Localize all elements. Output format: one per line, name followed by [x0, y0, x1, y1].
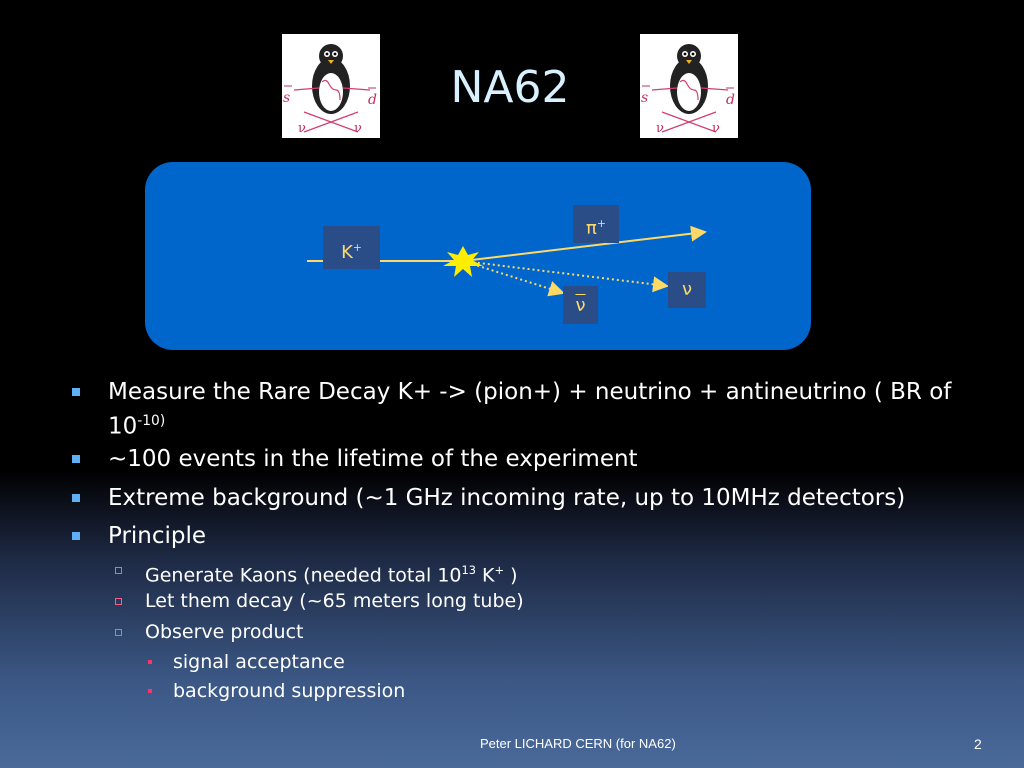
penguin-logo-left: s d ν ν: [282, 34, 380, 138]
penguin-logo-right: s d ν ν: [640, 34, 738, 138]
sub-sub-bullet-marker-icon: [148, 689, 152, 693]
penguin-diagram-icon: s d ν ν: [641, 44, 735, 136]
quark-s-label: s: [283, 90, 290, 106]
penguin-diagram-icon: s d ν ν: [283, 44, 377, 136]
quark-d-label: d: [368, 92, 377, 108]
sub-bullet-item: Observe product: [115, 620, 303, 644]
page-number: 2: [974, 736, 982, 752]
antineutrino-label: ν: [563, 286, 598, 324]
decay-tracks: [307, 225, 707, 297]
bullet-item: Extreme background (~1 GHz incoming rate…: [72, 484, 988, 513]
bullet-item: ~100 events in the lifetime of the exper…: [72, 445, 988, 474]
decay-vertex-burst: [443, 246, 483, 277]
sub-sub-bullet-item: background suppression: [148, 679, 405, 703]
neutrino-right-label: ν: [712, 121, 720, 136]
sub-bullet-item: Generate Kaons (needed total 1013 K+ ): [115, 558, 518, 587]
neutrino-track: [462, 260, 669, 293]
quark-d-label: d: [726, 92, 735, 108]
sub-bullet-marker-icon: [115, 598, 122, 605]
sub-bullet-marker-icon: [115, 567, 122, 574]
bullet-marker-icon: [72, 532, 80, 540]
bullet-marker-icon: [72, 455, 80, 463]
neutrino-label: ν: [668, 272, 706, 308]
quark-s-label: s: [641, 90, 648, 106]
footer-text: Peter LICHARD CERN (for NA62): [480, 736, 676, 751]
sub-sub-bullet-item: signal acceptance: [148, 650, 345, 674]
bullet-marker-icon: [72, 388, 80, 396]
neutrino-left-label: ν: [656, 121, 664, 136]
bullet-item: Principle: [72, 522, 988, 551]
sub-bullet-item: Let them decay (~65 meters long tube): [115, 589, 524, 613]
bullet-marker-icon: [72, 494, 80, 502]
bullet-item: Measure the Rare Decay K+ -> (pion+) + n…: [72, 378, 988, 442]
kaon-label: K+: [323, 226, 380, 269]
decay-diagram: K+ π+ ν ν: [145, 162, 811, 350]
sub-sub-bullet-marker-icon: [148, 660, 152, 664]
pion-track: [462, 225, 707, 262]
neutrino-right-label: ν: [354, 121, 362, 136]
pion-label: π+: [573, 205, 619, 243]
sub-bullet-marker-icon: [115, 629, 122, 636]
slide-title: NA62: [450, 62, 570, 113]
neutrino-left-label: ν: [298, 121, 306, 136]
